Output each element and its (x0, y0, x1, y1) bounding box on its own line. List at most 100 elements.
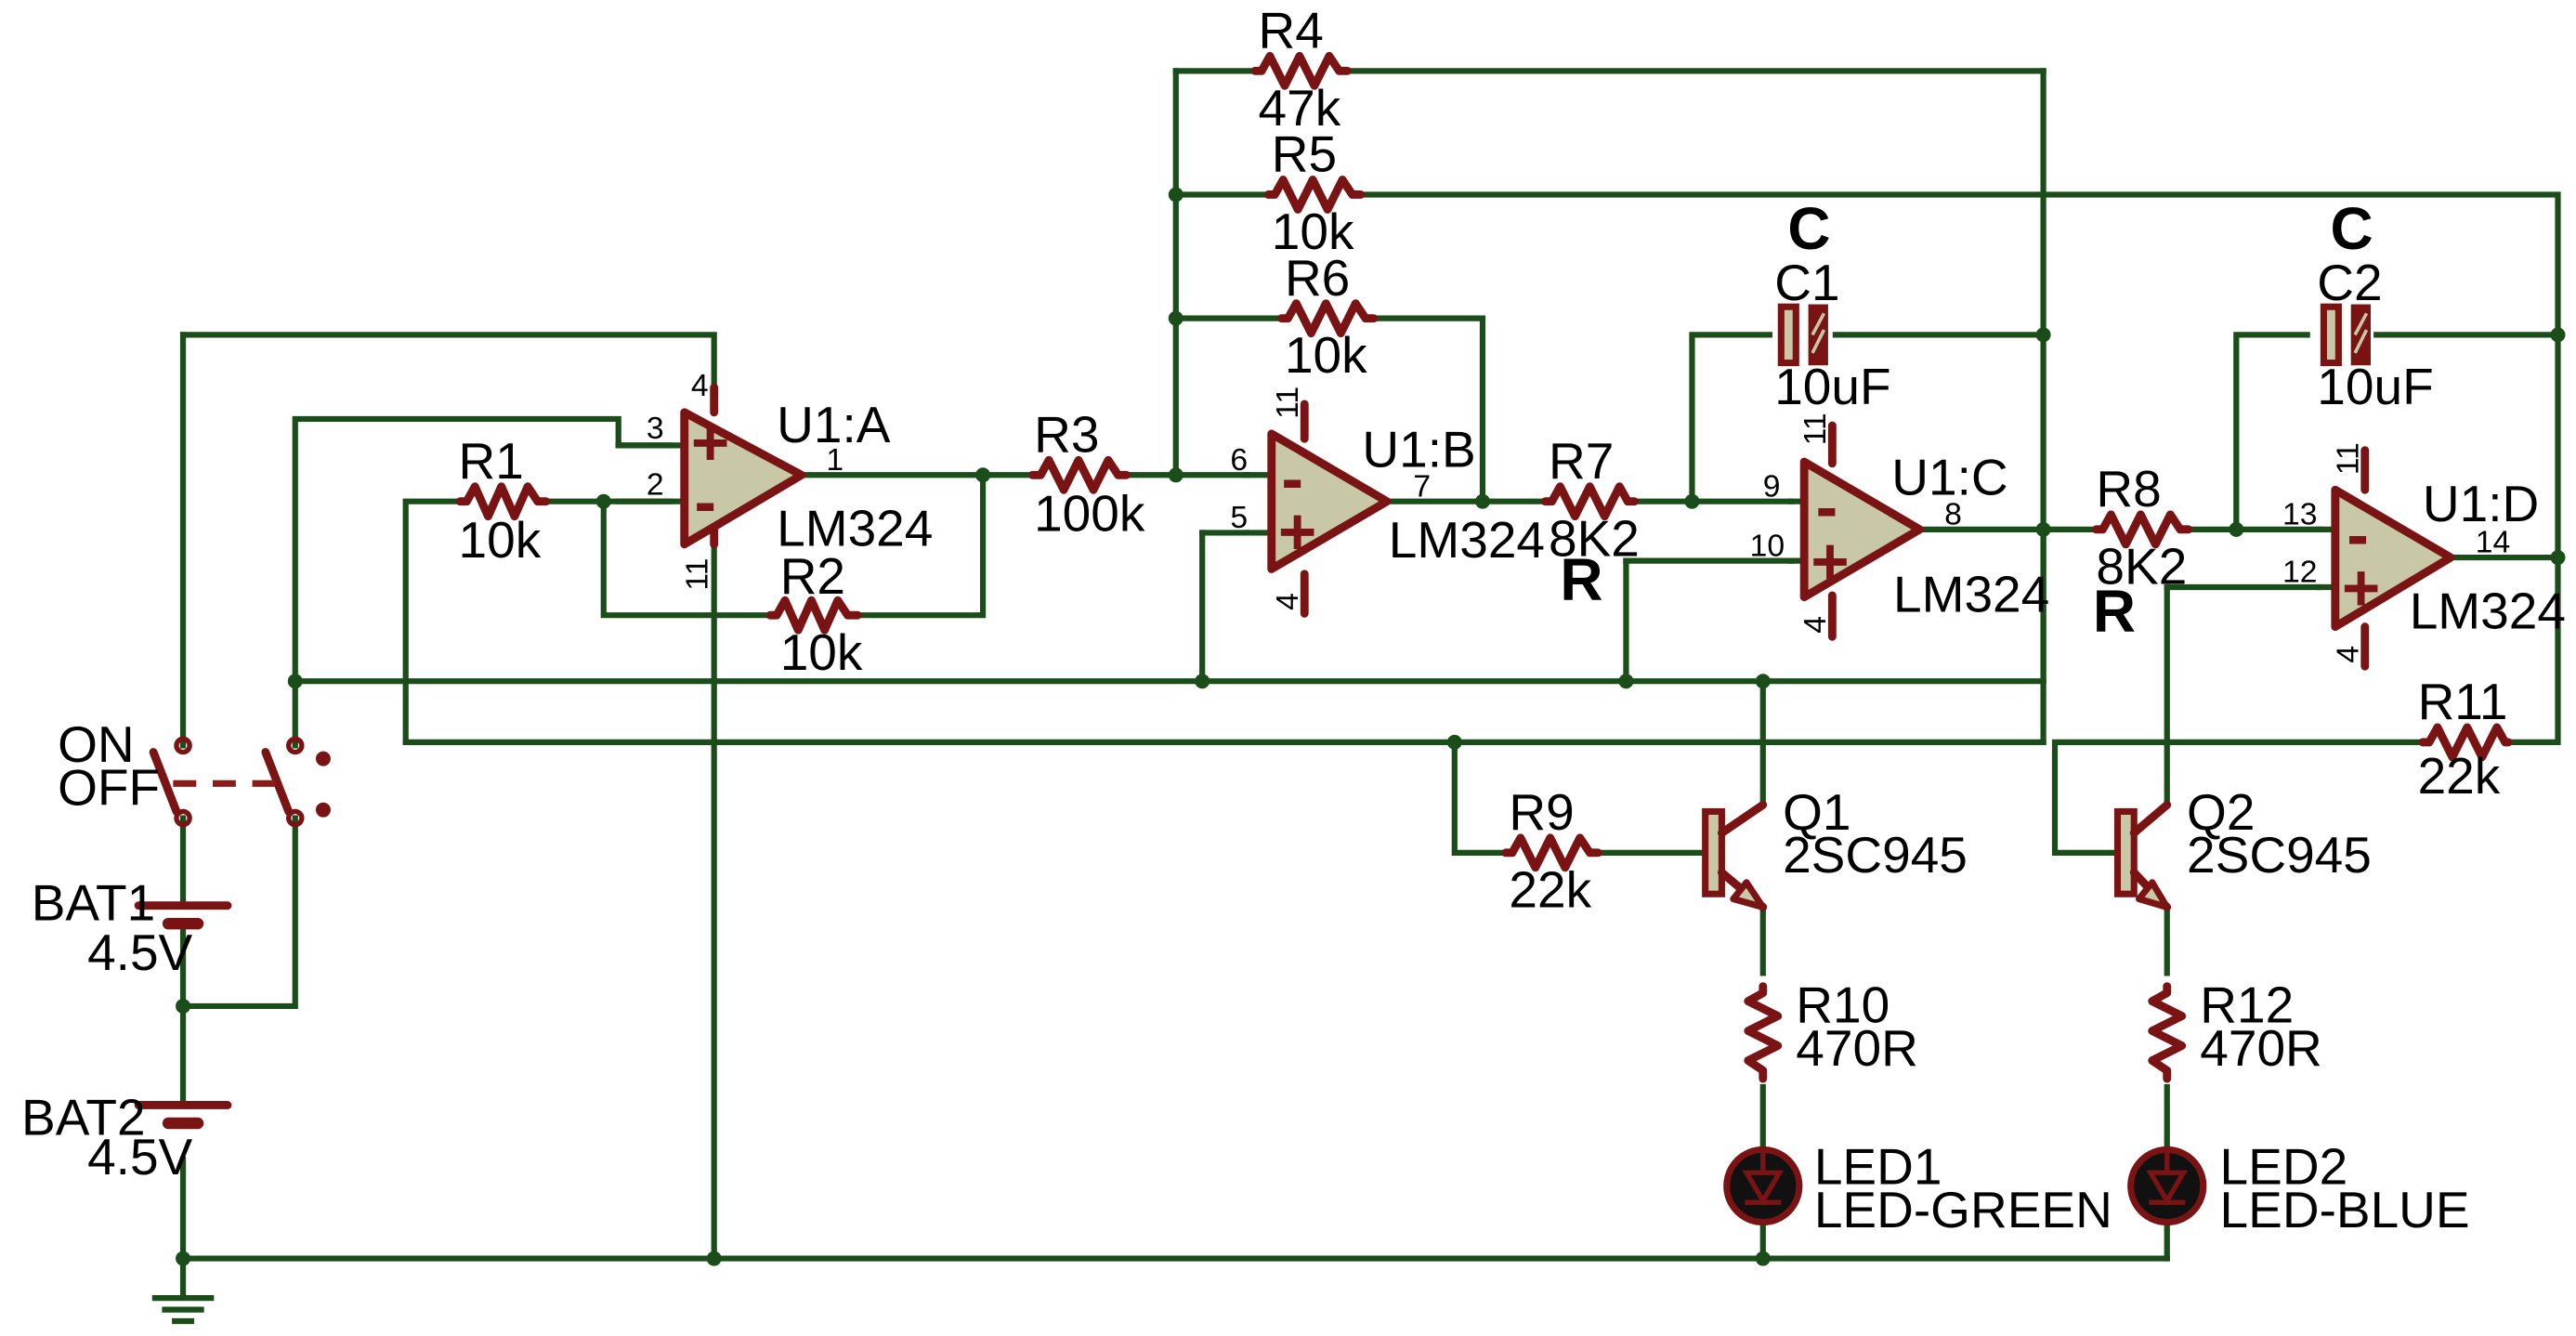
battery-bat2: BAT2 4.5V (21, 1088, 232, 1185)
led-part: LED-BLUE (2220, 1181, 2470, 1238)
pin-label: 13 (2282, 497, 2318, 532)
resistor-r11: R11 22k (2418, 673, 2513, 805)
wires (179, 68, 2561, 1298)
ground-symbol (151, 1295, 215, 1325)
resistor-ref: R11 (2418, 673, 2508, 730)
capacitor-value: 10uF (2317, 358, 2433, 415)
resistor-ref: R6 (1285, 249, 1350, 307)
resistor-r7: R7 8K2 R (1541, 432, 1640, 613)
pin-label: 2 (647, 467, 664, 503)
resistor-ref: R7 (1549, 432, 1614, 490)
opamp-part: LM324 (777, 500, 933, 557)
plus-sign: + (1278, 496, 1316, 570)
resistor-r10: R10 470R (1744, 976, 1918, 1083)
junctions (176, 187, 2566, 1266)
pin-label: 11 (680, 558, 715, 591)
pin-label: 7 (1413, 468, 1431, 504)
pin-label: 11 (1798, 413, 1833, 445)
pin-label: 4 (691, 368, 709, 403)
opamp-ref: U1:D (2423, 475, 2539, 532)
opamp-part: LM324 (1893, 566, 2049, 623)
resistor-r6: R6 10k (1276, 249, 1379, 384)
resistor-ref: R10 (1796, 976, 1890, 1034)
opamp-ref: U1:A (777, 396, 891, 453)
resistor-ref: R12 (2200, 976, 2294, 1034)
resistor-ref: R5 (1272, 125, 1337, 183)
plus-sign: + (2342, 552, 2380, 625)
transistor-ref: Q1 (1783, 783, 1850, 841)
led-part: LED-GREEN (1814, 1181, 2112, 1238)
led-ref: LED2 (2220, 1138, 2348, 1196)
battery-value: 4.5V (87, 1128, 192, 1185)
transistor-ref: Q2 (2187, 783, 2255, 841)
opamp-ref: U1:B (1362, 420, 1475, 478)
opamp-part: LM324 (2410, 582, 2566, 639)
resistor-value: 8K2 (1549, 509, 1640, 567)
transistor-q1: Q1 2SC945 (1702, 783, 1968, 911)
resistor-value: 47k (1259, 79, 1341, 137)
pin-label: 3 (647, 411, 664, 446)
resistor-ref: R2 (780, 547, 845, 605)
resistor-r4: R4 47k (1250, 1, 1352, 137)
resistor-value: 10k (780, 623, 863, 681)
battery-bat1: BAT1 4.5V (32, 874, 232, 981)
resistor-r2: R2 10k (765, 547, 863, 681)
pin-label: 11 (1270, 386, 1305, 419)
resistor-ref: R8 (2096, 460, 2161, 517)
battery-ref: BAT1 (32, 874, 156, 932)
annotation-c: C (2330, 195, 2373, 262)
transistor-q2: Q2 2SC945 (2113, 783, 2372, 911)
transistor-part: 2SC945 (2187, 826, 2372, 884)
annotation-r: R (1560, 546, 1602, 613)
pin-label: 8 (1944, 497, 1962, 532)
minus-sign: - (694, 466, 716, 540)
plus-sign: + (691, 407, 729, 480)
resistor-value: 22k (1509, 860, 1591, 918)
resistor-ref: R1 (459, 432, 524, 490)
led-led1: LED1 LED-GREEN (1723, 1138, 2112, 1238)
opamp-part: LM324 (1389, 511, 1545, 569)
resistor-value: 470R (2200, 1019, 2322, 1077)
pin-label: 5 (1230, 500, 1248, 535)
minus-sign: - (1816, 471, 1838, 544)
resistor-value: 22k (2418, 747, 2501, 805)
pin-label: 4 (1798, 616, 1833, 634)
resistor-value: 10k (459, 511, 542, 569)
opamp-u1c: - + 9 10 8 11 4 U1:C LM324 (1750, 413, 2049, 641)
plus-sign: + (1811, 525, 1849, 598)
led-led2: LED2 LED-BLUE (2127, 1138, 2470, 1238)
resistor-value: 100k (1034, 485, 1145, 543)
capacitor-c2: C C2 10uF (2317, 195, 2433, 415)
resistor-value: 8K2 (2096, 537, 2187, 595)
resistor-ref: R9 (1509, 783, 1574, 841)
annotation-r: R (2093, 578, 2136, 645)
opamp-u1b: - + 6 5 7 11 4 U1:B LM324 (1230, 386, 1545, 618)
resistor-value: 470R (1796, 1019, 1918, 1077)
resistor-ref: R4 (1259, 1, 1324, 59)
transistor-part: 2SC945 (1783, 826, 1968, 884)
resistor-r8: R8 8K2 R (2091, 460, 2193, 645)
resistor-r3: R3 100k (1027, 405, 1145, 543)
resistor-r12: R12 470R (2148, 976, 2322, 1083)
resistor-r1: R1 10k (455, 432, 551, 569)
switch-on-label: ON (58, 715, 135, 773)
opamp-ref: U1:C (1891, 449, 2007, 506)
switch-off-label: OFF (58, 758, 160, 816)
battery-value: 4.5V (87, 923, 192, 981)
opamp-u1d: - + 13 12 14 11 4 U1:D LM324 (2282, 442, 2566, 671)
pin-label: 11 (2331, 442, 2366, 475)
capacitor-value: 10uF (1774, 358, 1890, 415)
pin-label: 4 (2331, 646, 2366, 663)
pin-label: 14 (2476, 525, 2511, 560)
pin-label: 6 (1230, 442, 1248, 478)
resistor-value: 10k (1285, 326, 1367, 384)
resistor-value: 10k (1272, 203, 1354, 260)
capacitor-c1: C C1 10uF (1774, 195, 1890, 415)
pin-label: 9 (1763, 468, 1781, 504)
resistor-r5: R5 10k (1263, 125, 1366, 260)
battery-ref: BAT2 (21, 1088, 146, 1146)
capacitor-ref: C1 (1774, 254, 1839, 311)
minus-sign: - (2347, 499, 2369, 572)
led-ref: LED1 (1814, 1138, 1942, 1196)
